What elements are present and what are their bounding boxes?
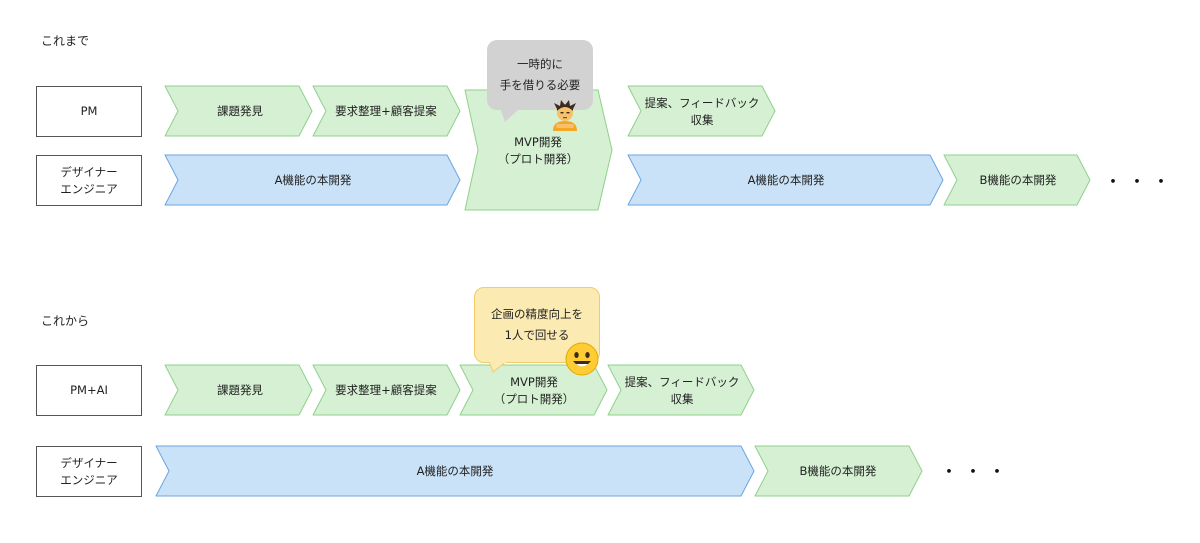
- arrow-feature-a-after: [155, 445, 755, 497]
- role-box-dev-before: デザイナー エンジニア: [36, 155, 142, 206]
- arrow-label-feature-a-before-1: A機能の本開発: [275, 173, 352, 187]
- bubble-tail-before: [500, 108, 520, 122]
- person-pouting-icon: [548, 97, 582, 131]
- arrow-label-mvp-line1-before: MVP開発: [514, 135, 562, 149]
- role-box-dev-after: デザイナー エンジニア: [36, 446, 142, 497]
- arrow-feature-a-before-2: [627, 154, 944, 206]
- arrow-label-feedback-line2-after: 収集: [671, 392, 694, 406]
- arrow-label-requirements-after: 要求整理+顧客提案: [335, 383, 437, 397]
- arrow-mvp-before: [464, 89, 613, 211]
- ellipsis-before: ・・・: [1104, 172, 1176, 193]
- arrow-requirements-after: [312, 364, 461, 416]
- arrow-label-issue-discovery-after: 課題発見: [217, 383, 263, 397]
- ellipsis-after: ・・・: [940, 462, 1012, 483]
- arrow-issue-discovery-after: [164, 364, 313, 416]
- arrow-feedback-before: [627, 85, 776, 137]
- arrow-label-mvp-line2-before: （プロト開発）: [498, 152, 579, 166]
- arrow-label-requirements-before: 要求整理+顧客提案: [335, 104, 437, 118]
- speech-bubble-before: 一時的に 手を借りる必要: [487, 40, 593, 110]
- arrow-label-mvp-line2-after: （プロト開発）: [494, 392, 575, 406]
- arrow-label-mvp-line1-after: MVP開発: [510, 375, 558, 389]
- role-box-pm-before: PM: [36, 86, 142, 137]
- arrow-label-feedback-line1-before: 提案、フィードバック: [645, 96, 760, 110]
- section-label-after: これから: [41, 314, 90, 328]
- arrow-label-feature-b-before: B機能の本開発: [980, 173, 1057, 187]
- arrow-requirements-before: [312, 85, 461, 137]
- arrow-feature-b-after: [754, 445, 923, 497]
- arrow-label-feature-b-after: B機能の本開発: [800, 464, 877, 478]
- bubble-tail-cover: [490, 360, 506, 363]
- arrow-feature-a-before-1: [164, 154, 461, 206]
- smiling-face-icon: [563, 340, 601, 378]
- role-box-pm-after: PM+AI: [36, 365, 142, 416]
- arrow-feedback-after: [607, 364, 755, 416]
- arrow-label-issue-discovery-before: 課題発見: [217, 104, 263, 118]
- arrow-label-feedback-line2-before: 収集: [691, 113, 714, 127]
- arrow-label-feature-a-before-2: A機能の本開発: [748, 173, 825, 187]
- arrow-label-feedback-line1-after: 提案、フィードバック: [625, 375, 740, 389]
- section-label-before: これまで: [41, 34, 90, 48]
- arrow-feature-b-before: [943, 154, 1091, 206]
- arrow-label-feature-a-after: A機能の本開発: [417, 464, 494, 478]
- arrow-issue-discovery-before: [164, 85, 313, 137]
